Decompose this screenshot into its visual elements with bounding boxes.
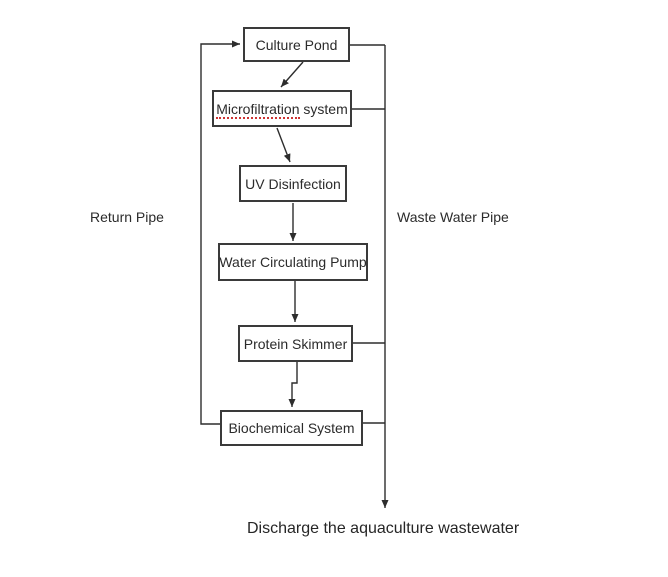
waste-water-pipe-label: Waste Water Pipe [397,209,509,225]
node-label: UV Disinfection [245,175,341,192]
node-label: Water Circulating Pump [219,254,367,270]
node-biochemical-system: Biochemical System [220,410,363,446]
arrow-microfiltration-to-uv [276,127,291,163]
discharge-caption: Discharge the aquaculture wastewater [247,520,520,537]
node-water-circulating-pump: Water Circulating Pump [218,243,368,281]
node-uv-disinfection: UV Disinfection [239,165,347,202]
node-microfiltration-system: Microfiltration system [212,90,352,127]
return-pipe-label: Return Pipe [90,209,164,225]
node-label: Biochemical System [228,420,355,436]
node-protein-skimmer: Protein Skimmer [238,325,353,362]
node-label-rest: system [299,100,348,117]
node-culture-pond: Culture Pond [243,27,350,62]
arrow-culture-pond-to-microfiltration [280,61,304,88]
node-label: Culture Pond [255,36,338,53]
arrow-skimmer-to-biochemical [288,362,298,407]
return-pipe-line [200,40,240,425]
spellcheck-underlined-word: Microfiltration [216,100,300,119]
node-label: Microfiltration system [216,100,348,119]
node-label: Protein Skimmer [243,335,348,352]
